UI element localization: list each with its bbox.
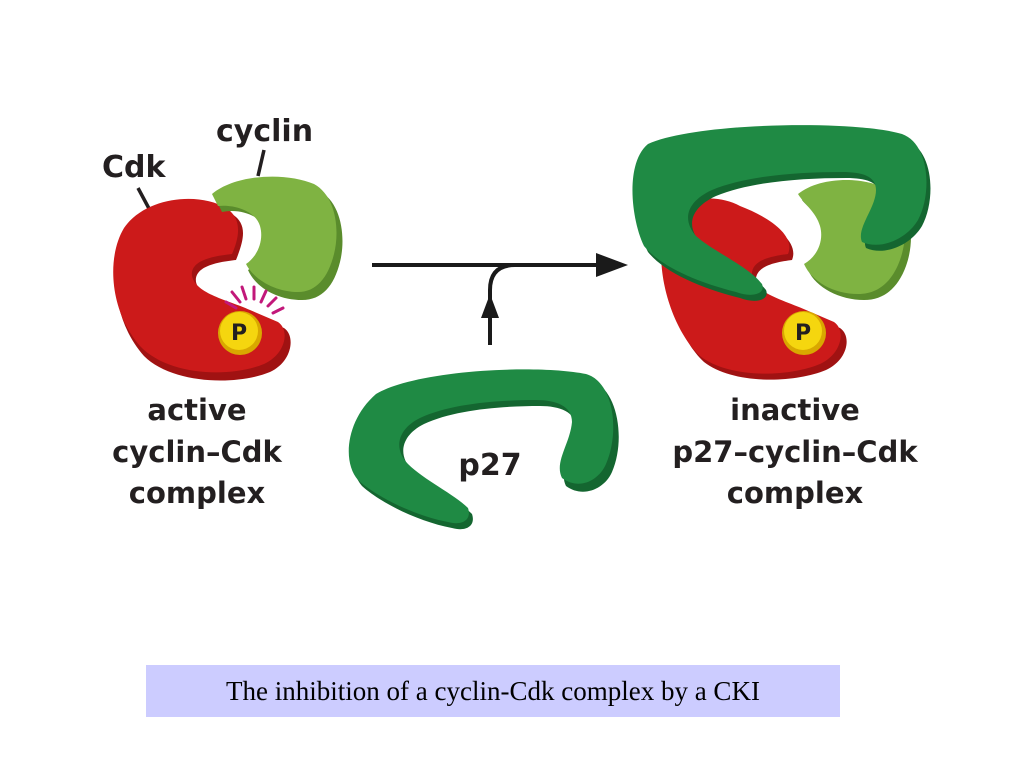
caption-box: The inhibition of a cyclin-Cdk complex b… xyxy=(146,665,840,717)
inactive-complex: P inactive p27–cyclin–Cdk complex xyxy=(632,125,931,510)
active-label-line3: complex xyxy=(129,476,266,510)
inactive-label-line1: inactive xyxy=(730,393,860,427)
phosphate-label-left: P xyxy=(231,321,247,346)
p27-bound-icon xyxy=(632,125,931,301)
p27-icon: p27 xyxy=(348,369,619,530)
cdk-label: Cdk xyxy=(102,150,166,185)
cyclin-leader-line xyxy=(256,149,266,177)
active-label-line1: active xyxy=(147,393,246,427)
phosphate-label-right: P xyxy=(795,321,811,346)
active-complex: P Cdk cyclin active cyclin–Cdk complex xyxy=(102,114,343,510)
reaction-arrow-icon xyxy=(372,253,628,345)
inactive-label-line2: p27–cyclin–Cdk xyxy=(672,435,918,469)
activity-rays-icon xyxy=(224,285,285,315)
p27-label: p27 xyxy=(458,448,521,483)
phosphate-inactive-icon: P xyxy=(782,311,826,355)
inactive-label-line3: complex xyxy=(727,476,864,510)
cyclin-icon xyxy=(212,176,343,300)
phosphate-icon: P xyxy=(218,311,262,355)
caption-text: The inhibition of a cyclin-Cdk complex b… xyxy=(226,675,760,706)
active-label-line2: cyclin–Cdk xyxy=(112,435,282,469)
cyclin-label: cyclin xyxy=(216,114,313,149)
